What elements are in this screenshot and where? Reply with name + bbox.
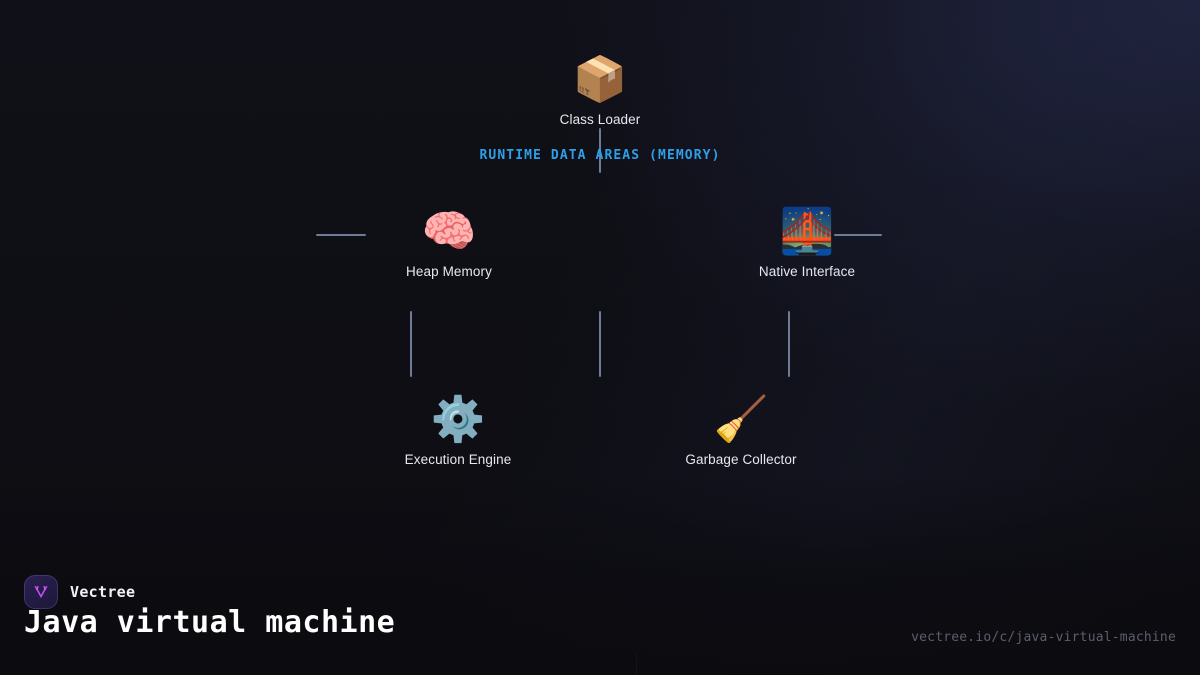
gear-icon: ⚙️ xyxy=(430,394,486,445)
edge-heap-left xyxy=(316,234,366,236)
node-label-garbage-collector: Garbage Collector xyxy=(685,452,797,467)
package-icon: 📦 xyxy=(572,54,628,105)
vectree-logo xyxy=(24,575,58,609)
bridge-icon: 🌉 xyxy=(779,206,835,257)
edge-heap-down xyxy=(410,311,412,377)
footer: Vectree Java virtual machine vectree.io/… xyxy=(0,557,1200,675)
section-title-runtime-data-areas: RUNTIME DATA AREAS (MEMORY) xyxy=(479,148,721,163)
edge-native-right xyxy=(834,234,882,236)
page-title: Java virtual machine xyxy=(24,605,396,640)
brain-icon: 🧠 xyxy=(421,206,477,257)
node-label-heap-memory: Heap Memory xyxy=(406,264,492,279)
node-execution-engine[interactable]: ⚙️ Execution Engine xyxy=(348,394,568,467)
brand[interactable]: Vectree xyxy=(24,575,135,609)
node-label-native-interface: Native Interface xyxy=(758,264,856,279)
node-heap-memory[interactable]: 🧠 Heap Memory xyxy=(339,206,559,279)
node-label-execution-engine: Execution Engine xyxy=(404,452,512,467)
page-url: vectree.io/c/java-virtual-machine xyxy=(911,630,1176,645)
edge-classloader-down xyxy=(599,128,601,173)
node-class-loader[interactable]: 📦 Class Loader xyxy=(490,54,710,127)
edge-native-down xyxy=(788,311,790,377)
node-garbage-collector[interactable]: 🧹 Garbage Collector xyxy=(631,394,851,467)
brand-name: Vectree xyxy=(70,583,136,601)
edge-center-down xyxy=(599,311,601,377)
node-label-class-loader: Class Loader xyxy=(559,112,641,127)
node-native-interface[interactable]: 🌉 Native Interface xyxy=(697,206,917,279)
broom-icon: 🧹 xyxy=(713,394,769,445)
